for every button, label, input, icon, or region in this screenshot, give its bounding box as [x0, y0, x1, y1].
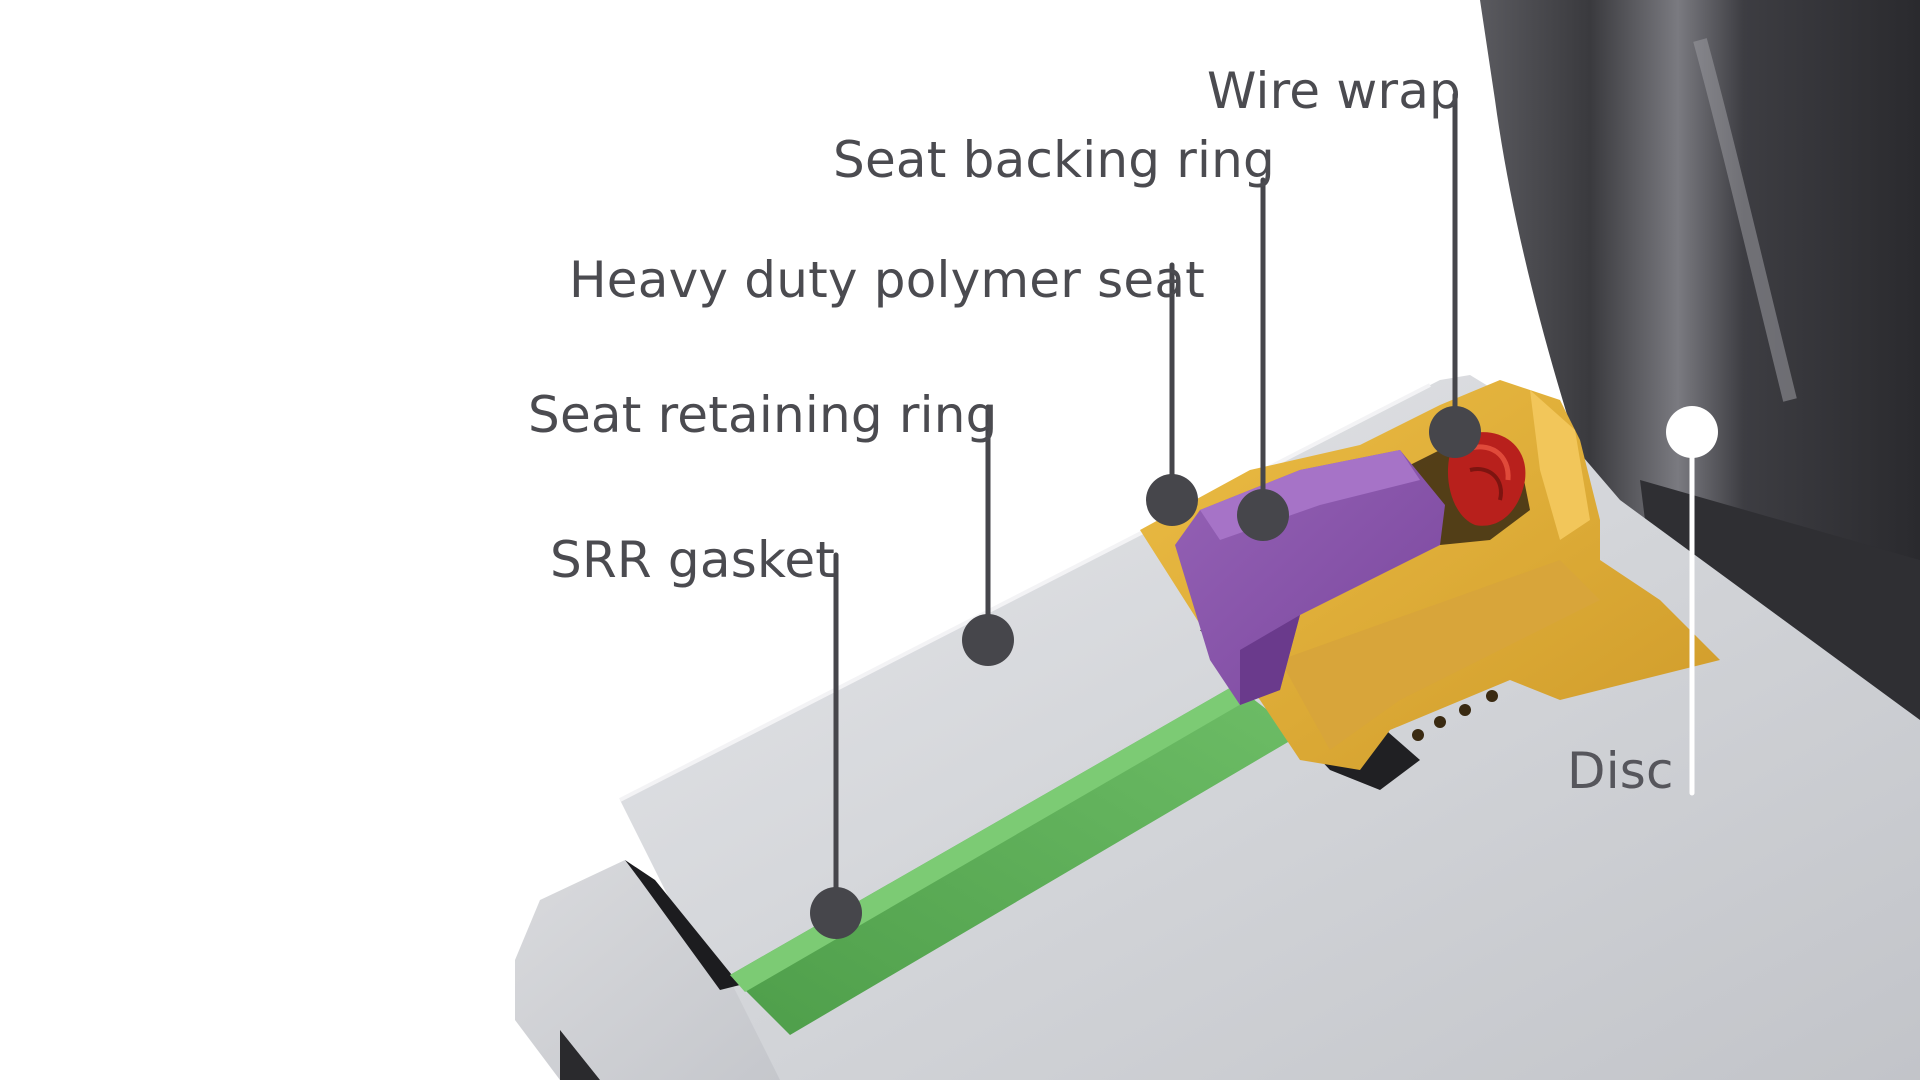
- label-disc: Disc: [1567, 742, 1674, 800]
- wire-wrap-dot: [1429, 406, 1481, 458]
- polymer-seat-dot: [1146, 474, 1198, 526]
- seat-backing-ring-dot: [1237, 489, 1289, 541]
- disc-dot: [1666, 406, 1718, 458]
- callout-lines: [833, 92, 1695, 916]
- label-wire-wrap: Wire wrap: [1207, 62, 1461, 120]
- callout-dots: [810, 406, 1718, 939]
- label-srr-gasket: SRR gasket: [550, 531, 836, 589]
- label-seat-backing-ring: Seat backing ring: [833, 131, 1275, 189]
- label-heavy-duty-polymer-seat: Heavy duty polymer seat: [569, 251, 1205, 309]
- seat-retaining-ring-dot: [962, 614, 1014, 666]
- srr-gasket-dot: [810, 887, 862, 939]
- label-seat-retaining-ring: Seat retaining ring: [528, 386, 998, 444]
